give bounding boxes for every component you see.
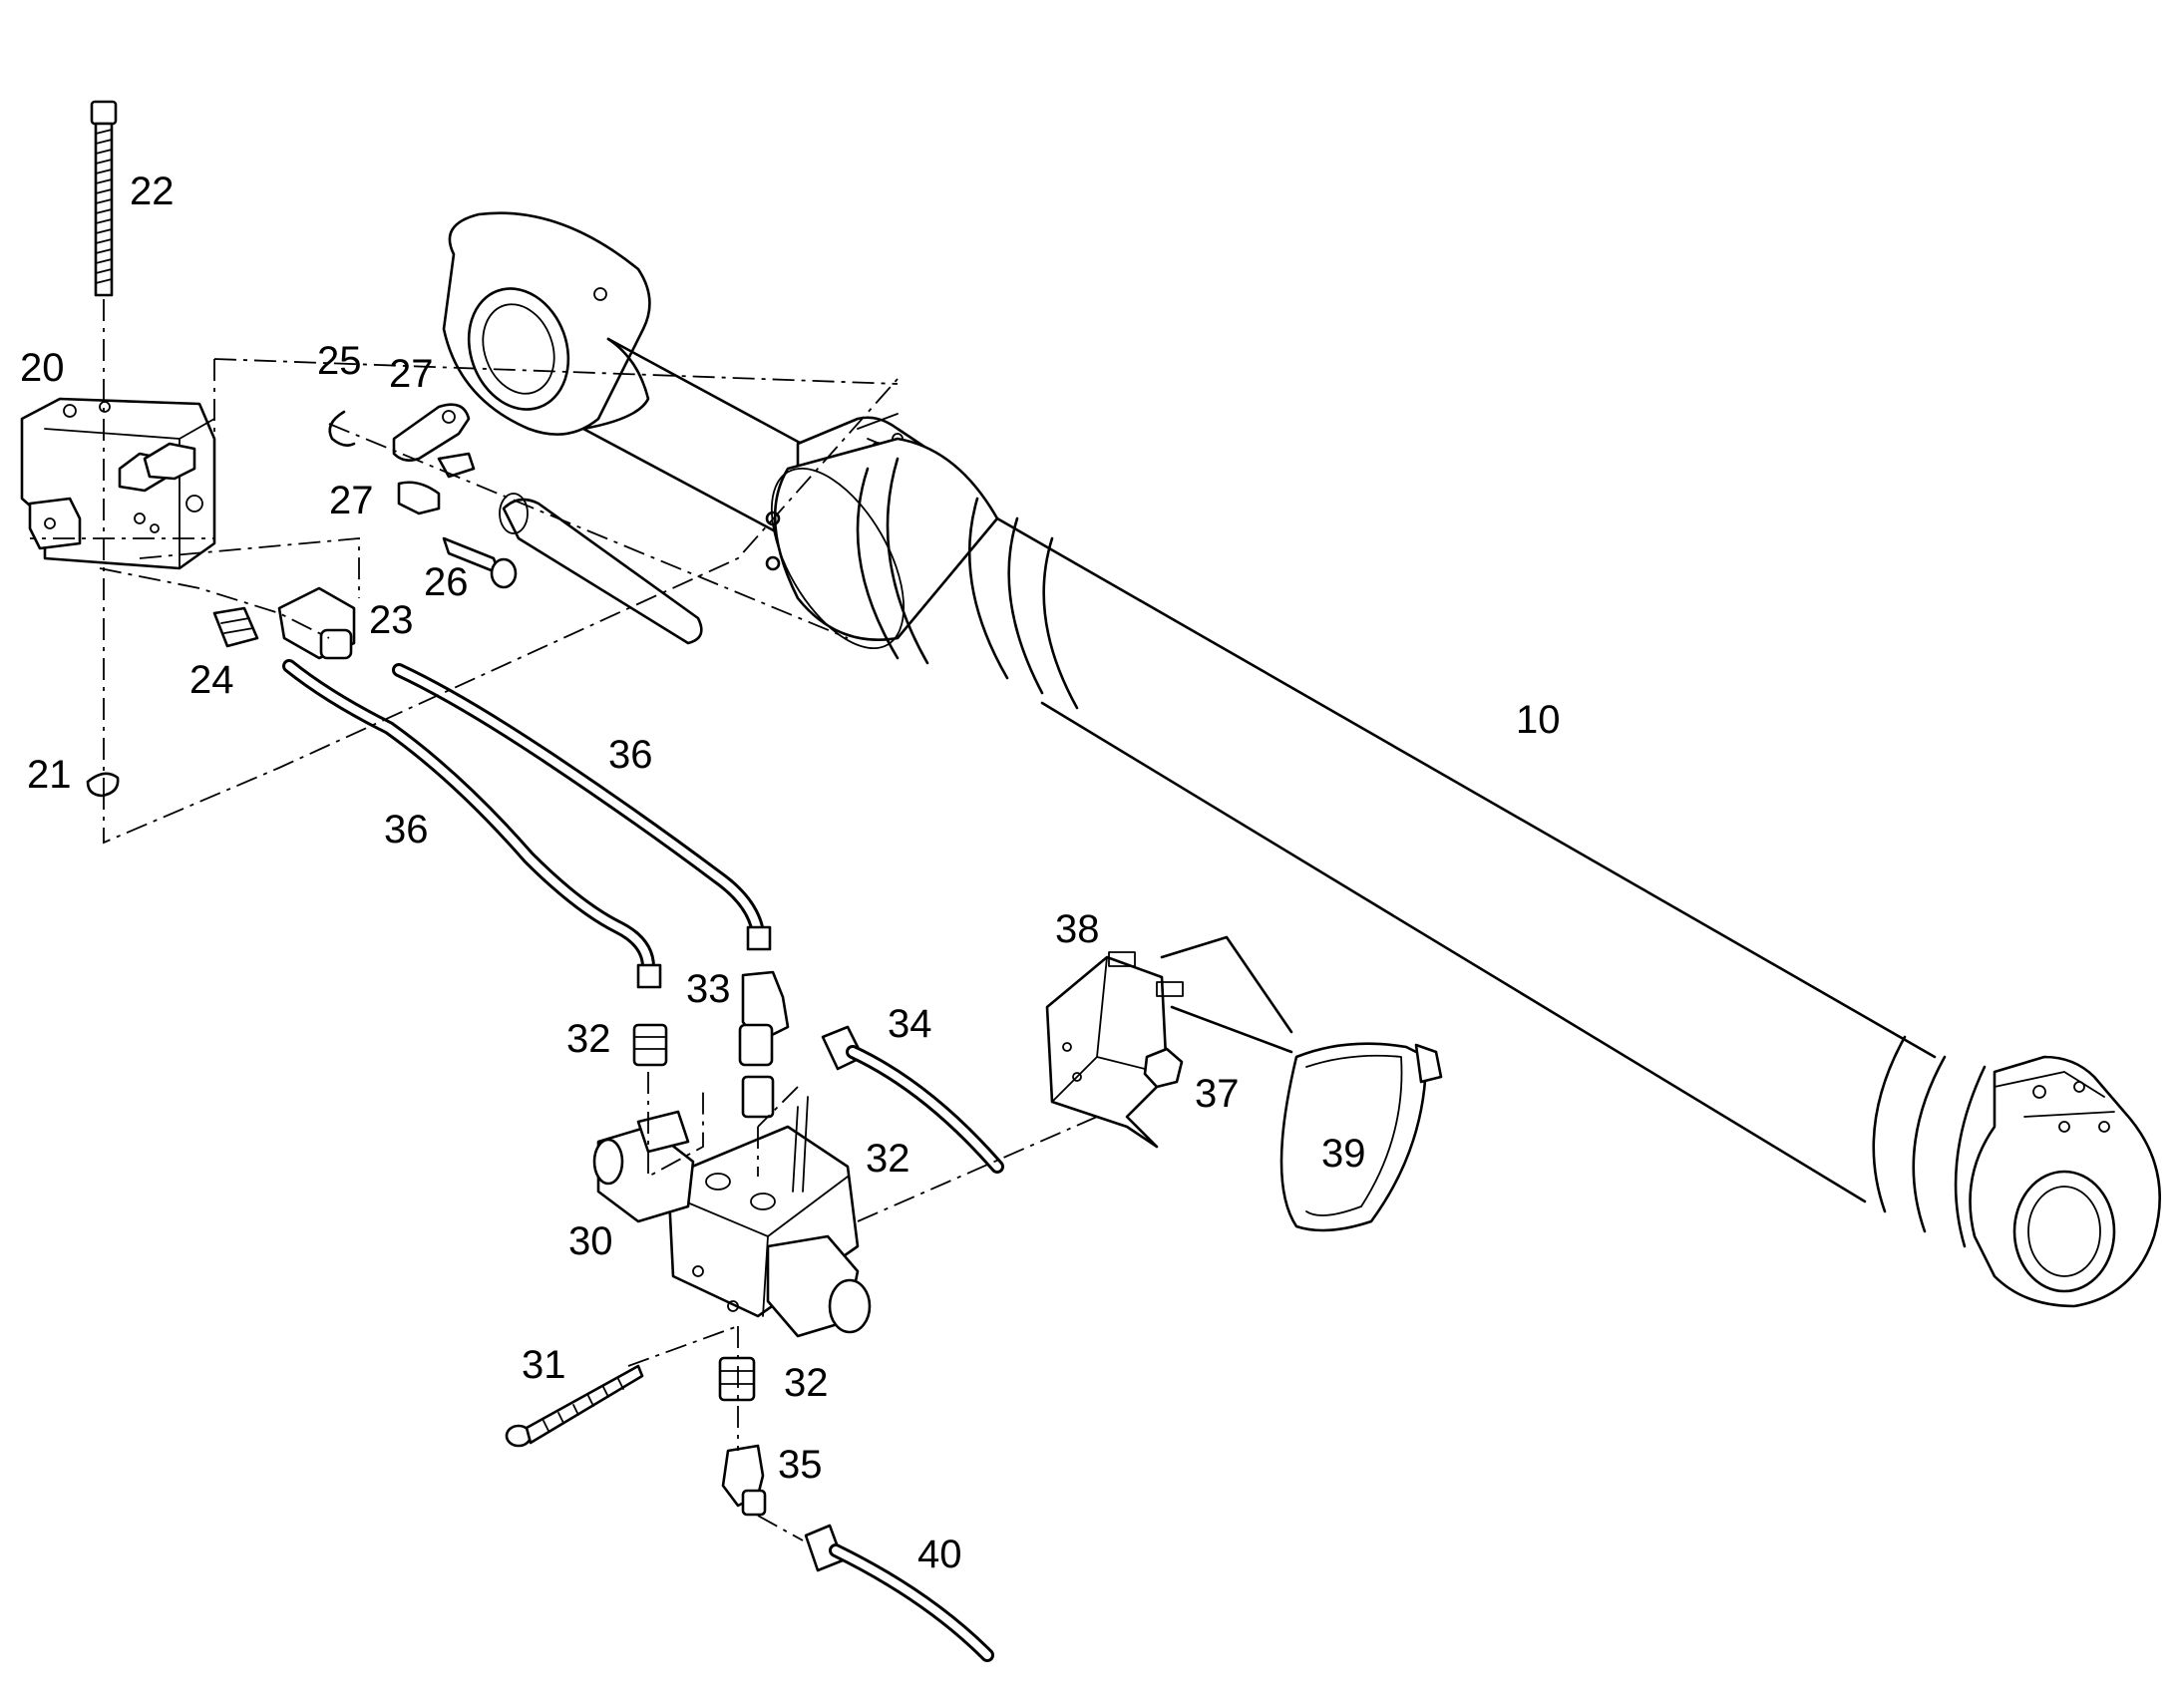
assembly-lines	[30, 299, 1098, 1541]
label-part-34: 34	[888, 1002, 932, 1046]
solenoid-valve-part-30	[592, 1096, 872, 1338]
hoses-part-36	[282, 659, 772, 989]
fitting-part-23	[277, 586, 356, 660]
hose-part-34	[821, 1025, 1004, 1174]
label-part-37: 37	[1195, 1072, 1240, 1116]
snap-ring-part-21	[86, 772, 120, 798]
label-part-22: 22	[130, 170, 175, 213]
clamp-halves-part-27	[392, 403, 476, 515]
bolt-part-26	[442, 493, 703, 645]
label-part-35: 35	[778, 1443, 823, 1487]
part-labels: 10 20 21 22 23 24 25 26 27 27 30 31 32 3…	[20, 170, 1561, 1576]
label-part-27-top: 27	[389, 352, 434, 396]
label-part-21: 21	[27, 753, 72, 797]
elbow-fitting-part-35	[721, 1444, 767, 1517]
hose-part-40	[804, 1524, 994, 1662]
valve-block-part-20	[20, 397, 216, 570]
bolt-part-31	[505, 1364, 644, 1448]
label-part-40: 40	[917, 1533, 962, 1576]
label-part-26: 26	[424, 560, 469, 604]
clamp-ring-part-39	[1279, 1042, 1443, 1232]
label-part-23: 23	[369, 598, 414, 642]
label-part-39: 39	[1321, 1132, 1366, 1176]
label-part-38: 38	[1055, 907, 1100, 951]
label-part-32-right: 32	[866, 1137, 910, 1181]
label-part-27-bottom: 27	[329, 479, 374, 522]
label-part-10: 10	[1516, 698, 1561, 742]
label-part-32-left: 32	[566, 1017, 611, 1061]
label-part-32-bottom: 32	[784, 1361, 829, 1405]
label-part-33: 33	[686, 967, 731, 1011]
fittings-part-32-33	[632, 970, 790, 1402]
label-part-25: 25	[317, 339, 362, 383]
nut-part-37	[1143, 1047, 1184, 1089]
label-part-36-left: 36	[384, 808, 429, 852]
hydraulic-cylinder-part-10	[442, 211, 2161, 1308]
bolt-part-22	[90, 100, 118, 297]
bracket-part-38	[1045, 935, 1293, 1149]
fitting-part-24	[212, 606, 259, 648]
label-part-36-right: 36	[608, 733, 653, 777]
label-part-20: 20	[20, 346, 65, 390]
label-part-24: 24	[189, 658, 234, 702]
label-part-31: 31	[522, 1343, 566, 1387]
label-part-30: 30	[568, 1219, 613, 1263]
retaining-clip-part-25	[328, 410, 356, 447]
